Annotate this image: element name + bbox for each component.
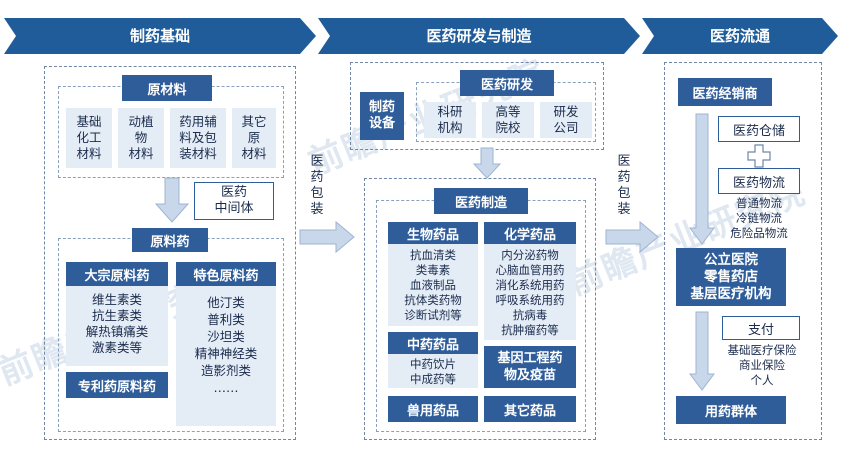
stage-upstream-chevron: 制药基础	[4, 18, 316, 54]
tcm-title: 中药药品	[388, 332, 478, 354]
down-arrow	[472, 147, 502, 179]
biologic-list: 抗血清类 类毒素 血液制品 抗体类药物 诊断试剂等	[388, 248, 478, 323]
veterinary-box: 兽用药品	[388, 396, 478, 422]
manufacturing-panel	[364, 178, 596, 440]
raw-material-item: 动植 物 材料	[118, 108, 164, 168]
biologic-item: 类毒素	[415, 263, 451, 277]
logistics-title: 医药物流	[718, 168, 800, 194]
distributor-box: 医药经销商	[678, 78, 772, 106]
stage-midstream-chevron: 医药研发与制造	[318, 18, 640, 54]
logistics-item: 冷链物流	[736, 211, 782, 225]
bulk-api-title: 大宗原料药	[66, 262, 168, 286]
biologic-item: 血液制品	[410, 278, 456, 292]
terminals-box: 公立医院 零售药店 基层医疗机构	[676, 248, 786, 306]
bulk-api-item: 抗生素类	[91, 308, 142, 323]
rnd-item: 研发 公司	[540, 102, 592, 138]
bulk-api-item: 激素类等	[91, 340, 142, 355]
rnd-panel	[350, 62, 604, 150]
biologic-item: 诊断试剂等	[404, 308, 462, 322]
raw-material-item: 其它 原 材料	[232, 108, 276, 168]
logistics-list: 普通物流 冷链物流 危险品物流	[718, 196, 800, 241]
payment-list: 基础医疗保险 商业保险 个人	[712, 343, 812, 388]
down-arrow	[689, 311, 715, 391]
stage-downstream-chevron: 医药流通	[642, 18, 838, 54]
rnd-title: 医药研发	[460, 70, 554, 96]
biologic-item: 抗体类药物	[404, 293, 462, 307]
manufacturing-title: 医药制造	[434, 188, 528, 214]
patent-api-box: 专利药原料药	[66, 372, 168, 398]
payment-item: 个人	[750, 373, 774, 387]
chemical-item: 内分泌药物	[501, 248, 559, 262]
stage-upstream-label: 制药基础	[129, 27, 190, 45]
rnd-item: 科研 机构	[424, 102, 476, 138]
special-api-list: 他汀类 普利类 沙坦类 精神神经类 造影剂类 ……	[176, 294, 276, 396]
upstream-panel	[44, 66, 296, 440]
equipment-box: 制药 设备	[360, 92, 404, 140]
special-api-item: 精神神经类	[194, 346, 258, 361]
right-arrow-left	[299, 220, 355, 254]
special-api-item: 普利类	[207, 312, 245, 327]
stage-downstream-label: 医药流通	[709, 27, 770, 45]
warehouse-box: 医药仓储	[718, 116, 800, 142]
chemical-list: 内分泌药物 心脑血管用药 消化系统用药 呼吸系统用药 抗病毒 抗肿瘤药等	[484, 248, 576, 338]
down-arrow	[154, 177, 190, 223]
raw-material-item: 药用辅 料及包 装材料	[170, 108, 226, 168]
bulk-api-list: 维生素类 抗生素类 解热镇痛类 激素类等	[66, 292, 168, 356]
payment-title: 支付	[722, 316, 800, 340]
packaging-label-right: 医 药 包 装	[617, 154, 631, 217]
packaging-label-left: 医 药 包 装	[310, 154, 324, 217]
special-api-item: 造影剂类	[200, 363, 251, 378]
tcm-list: 中药饮片 中成药等	[388, 357, 478, 387]
chemical-item: 心脑血管用药	[495, 263, 565, 277]
right-arrow-right	[605, 220, 659, 254]
genetic-box: 基因工程药 物及疫苗	[484, 346, 576, 388]
chemical-item: 消化系统用药	[495, 278, 565, 292]
special-api-panel	[176, 262, 276, 426]
logistics-item: 危险品物流	[730, 226, 788, 240]
intermediate-box: 医药 中间体	[194, 182, 274, 220]
raw-materials-title: 原材料	[122, 75, 212, 101]
chemical-item: 抗肿瘤药等	[501, 323, 559, 337]
downstream-panel	[664, 62, 822, 440]
chemical-item: 抗病毒	[512, 308, 548, 322]
tcm-item: 中药饮片	[410, 357, 456, 371]
bulk-api-item: 维生素类	[91, 292, 142, 307]
special-api-item: 沙坦类	[207, 329, 245, 344]
logistics-item: 普通物流	[736, 196, 782, 210]
biologic-item: 抗血清类	[410, 248, 456, 262]
tcm-item: 中成药等	[410, 372, 456, 386]
biologic-title: 生物药品	[388, 222, 478, 244]
chemical-title: 化学药品	[484, 222, 576, 244]
chemical-item: 呼吸系统用药	[495, 293, 565, 307]
other-drugs-box: 其它药品	[484, 396, 576, 422]
raw-material-item: 基础 化工 材料	[66, 108, 112, 168]
plus-connector-icon	[747, 144, 771, 168]
rnd-item: 高等 院校	[482, 102, 534, 138]
payment-item: 商业保险	[739, 358, 785, 372]
stage-midstream-label: 医药研发与制造	[426, 27, 532, 45]
special-api-item: 他汀类	[207, 295, 245, 310]
down-arrow	[689, 113, 715, 245]
bulk-api-item: 解热镇痛类	[85, 324, 149, 339]
special-api-title: 特色原料药	[176, 262, 276, 286]
api-title: 原料药	[132, 228, 208, 252]
special-api-item: ……	[213, 380, 239, 395]
users-box: 用药群体	[676, 396, 786, 424]
payment-item: 基础医疗保险	[727, 343, 797, 357]
